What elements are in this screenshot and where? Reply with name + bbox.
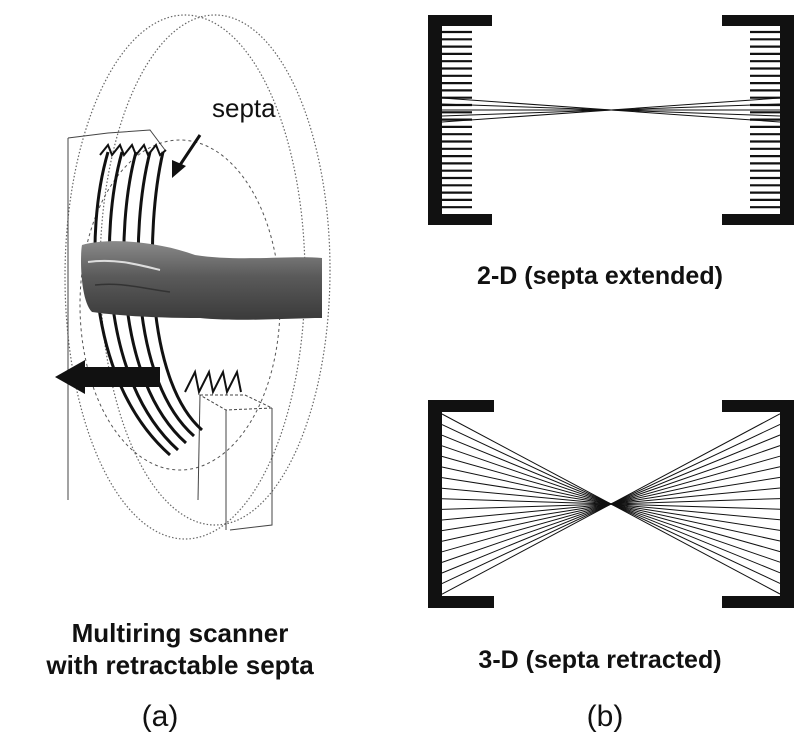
panel-b-label: (b) — [586, 700, 624, 733]
diagram-3d-septa-retracted — [428, 400, 794, 608]
right-detector-3d — [780, 400, 794, 608]
left-detector-2d — [428, 15, 442, 225]
panel-a-label: (a) — [141, 700, 179, 733]
diagram-2d-septa-extended — [428, 15, 794, 225]
hand-arm-image — [81, 241, 323, 320]
caption-2d: 2-D (septa extended) — [477, 262, 723, 290]
scanner-caption: Multiring scanner with retractable septa — [0, 617, 360, 681]
left-detector-3d — [428, 400, 442, 608]
line-of-response — [441, 413, 781, 595]
lines-of-response-2d — [441, 97, 781, 123]
scanner-illustration — [55, 14, 331, 540]
septa-label: septa — [212, 93, 276, 123]
right-septa-2d — [750, 30, 780, 209]
left-septa-2d — [442, 30, 472, 209]
scanner-caption-line1: Multiring scanner — [71, 618, 289, 648]
right-detector-2d — [780, 15, 794, 225]
septa-pointer-arrow — [172, 134, 202, 178]
scanner-ring-back — [99, 14, 331, 526]
lines-of-response-3d — [441, 413, 781, 595]
caption-3d: 3-D (septa retracted) — [478, 646, 722, 674]
ring-cutout-outline — [67, 129, 273, 531]
septa-top-fins — [99, 143, 167, 157]
scanner-caption-line2: with retractable septa — [46, 650, 314, 680]
retraction-arrow — [55, 360, 160, 394]
septa-bottom-fins — [184, 368, 242, 396]
